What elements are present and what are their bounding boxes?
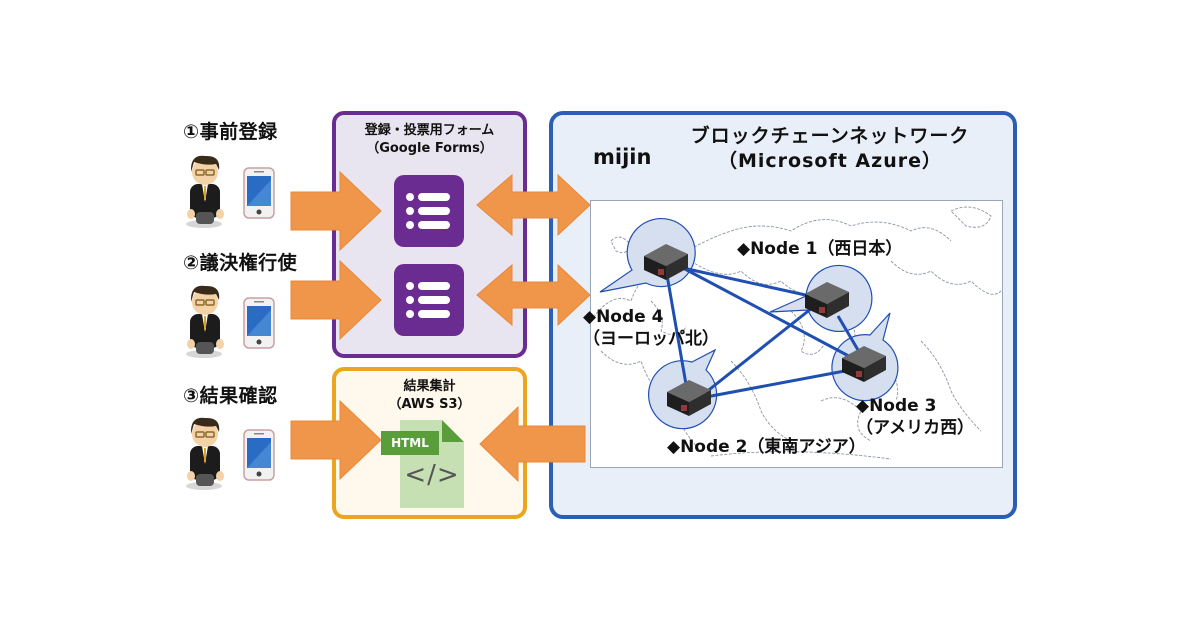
link-node4-node2 <box>665 274 689 391</box>
node-1-label: ◆Node 1（西日本） <box>737 239 903 259</box>
link-node1-node3 <box>836 315 860 351</box>
html-badge-label: HTML <box>391 436 429 450</box>
link-node1-node2 <box>704 306 813 395</box>
mijin-brand: mijin <box>593 145 652 169</box>
arrow-step2-to-forms <box>290 259 382 341</box>
google-forms-icon-2 <box>394 264 464 336</box>
s3-title-line1: 結果集計 <box>403 379 456 394</box>
link-node4-node1 <box>682 266 811 298</box>
s3-title-line2: （AWS S3） <box>388 397 471 412</box>
person-icon <box>186 417 224 490</box>
server-icon-node-2 <box>667 380 711 416</box>
server-icon-node-4 <box>644 244 688 280</box>
forms-title-line1: 登録・投票用フォーム <box>364 123 495 138</box>
step-1-label: ①事前登録 <box>183 121 278 143</box>
s3-panel-title: 結果集計 （AWS S3） <box>336 378 523 414</box>
network-title-line1: ブロックチェーンネットワーク <box>690 125 970 147</box>
node-3-label-line1: ◆Node 3 <box>856 396 937 416</box>
person-icon <box>186 285 224 358</box>
node-4-label: ◆Node 4 （ヨーロッパ北） <box>583 306 719 350</box>
person-icon <box>186 155 224 228</box>
arrow-step1-to-forms <box>290 170 382 252</box>
node-3-label: ◆Node 3 （アメリカ西） <box>856 395 974 439</box>
smartphone-icon <box>243 167 275 219</box>
step-2-label: ②議決権行使 <box>183 252 298 274</box>
server-icon-node-1 <box>805 282 849 318</box>
arrow-forms-network-1 <box>476 173 591 237</box>
forms-panel-title: 登録・投票用フォーム （Google Forms） <box>336 122 523 158</box>
user-with-phone-1 <box>186 155 275 228</box>
forms-title-line2: （Google Forms） <box>366 141 493 156</box>
arrow-step3-to-s3 <box>290 399 382 481</box>
link-node2-node3 <box>705 368 851 399</box>
arrow-network-to-s3 <box>479 405 586 483</box>
step-3-label: ③結果確認 <box>183 385 278 407</box>
node-2-label: ◆Node 2（東南アジア） <box>667 437 866 457</box>
network-title-line2: （Microsoft Azure） <box>718 150 942 172</box>
smartphone-icon <box>243 429 275 481</box>
code-symbol: </> <box>404 460 460 490</box>
user-with-phone-2 <box>186 285 275 358</box>
node-4-label-line2: （ヨーロッパ北） <box>583 329 719 349</box>
arrow-forms-network-2 <box>476 263 591 327</box>
link-node4-node3 <box>682 266 861 364</box>
node-3-label-line2: （アメリカ西） <box>856 418 975 438</box>
google-forms-icon-1 <box>394 175 464 247</box>
smartphone-icon <box>243 297 275 349</box>
html-badge <box>381 431 439 455</box>
network-title: ブロックチェーンネットワーク （Microsoft Azure） <box>680 124 980 174</box>
server-icon-node-3 <box>842 346 886 382</box>
node-4-label-line1: ◆Node 4 <box>583 307 664 327</box>
user-with-phone-3 <box>186 417 275 490</box>
